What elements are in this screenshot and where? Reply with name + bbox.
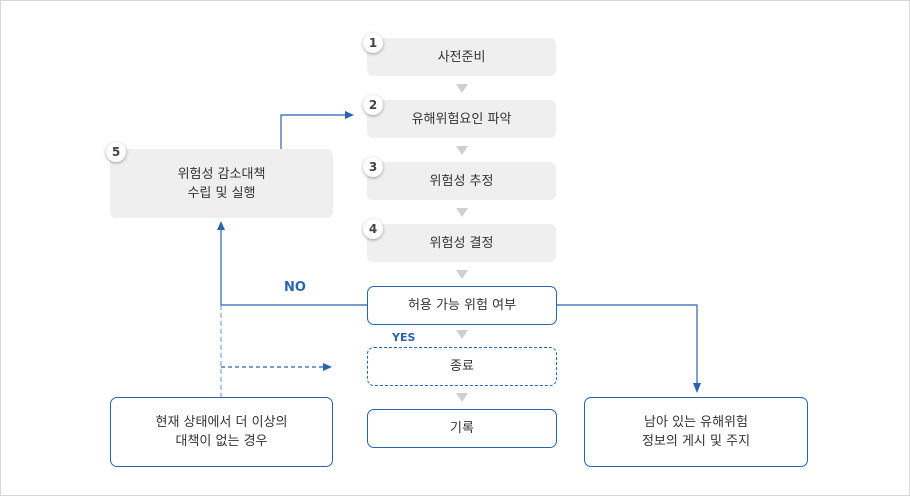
no-alternative-line-2: 대책이 없는 경우	[175, 434, 268, 449]
residual-hazard-line-1: 남아 있는 유해위험	[644, 415, 748, 430]
step-5-label-line-1: 위험성 감소대책	[177, 166, 266, 182]
decision-label: 허용 가능 위험 여부	[407, 298, 517, 313]
gray-down-arrow	[456, 146, 468, 155]
step-5-box: 위험성 감소대책 수립 및 실행	[110, 149, 333, 218]
gray-down-arrow	[456, 330, 468, 339]
no-branch-label: NO	[284, 280, 306, 295]
gray-down-arrow	[456, 208, 468, 217]
arrow-head-right	[323, 363, 332, 371]
residual-hazard-box: 남아 있는 유해위험 정보의 게시 및 주지	[584, 397, 808, 467]
arrow-head-right	[345, 111, 354, 119]
step-3-number-badge: 3	[363, 157, 383, 177]
end-label: 종료	[450, 359, 474, 374]
step-5-label-line-2: 수립 및 실행	[187, 185, 256, 201]
no-alternative-line-1: 현재 상태에서 더 이상의	[155, 415, 288, 430]
step-3-label: 위험성 추정	[429, 173, 494, 189]
arrow-head-down	[693, 383, 701, 393]
gray-down-arrow	[456, 84, 468, 93]
yes-branch-label: YES	[392, 331, 416, 344]
no-alternative-box: 현재 상태에서 더 이상의 대책이 없는 경우	[110, 397, 333, 467]
step-4-number-badge: 4	[363, 219, 383, 239]
step-5-number-badge: 5	[106, 142, 126, 162]
step-2-box: 유해위험요인 파악	[367, 100, 556, 138]
step-4-label: 위험성 결정	[429, 235, 494, 251]
decision-box: 허용 가능 위험 여부	[367, 286, 557, 325]
step-1-label: 사전준비	[437, 49, 486, 65]
step-4-box: 위험성 결정	[367, 224, 556, 262]
gray-down-arrow	[456, 270, 468, 279]
gray-down-arrow	[456, 393, 468, 402]
step-2-number-badge: 2	[363, 95, 383, 115]
step-3-box: 위험성 추정	[367, 162, 556, 200]
arrow-head-up	[217, 221, 225, 230]
loop-back-line	[280, 114, 345, 149]
step-1-box: 사전준비	[367, 38, 556, 76]
residual-branch-line	[557, 304, 698, 383]
step-2-label: 유해위험요인 파악	[411, 111, 512, 127]
residual-hazard-line-2: 정보의 게시 및 주지	[641, 434, 751, 449]
end-box: 종료	[367, 347, 557, 386]
record-box: 기록	[367, 409, 557, 448]
step-1-number-badge: 1	[363, 33, 383, 53]
record-label: 기록	[450, 421, 474, 436]
